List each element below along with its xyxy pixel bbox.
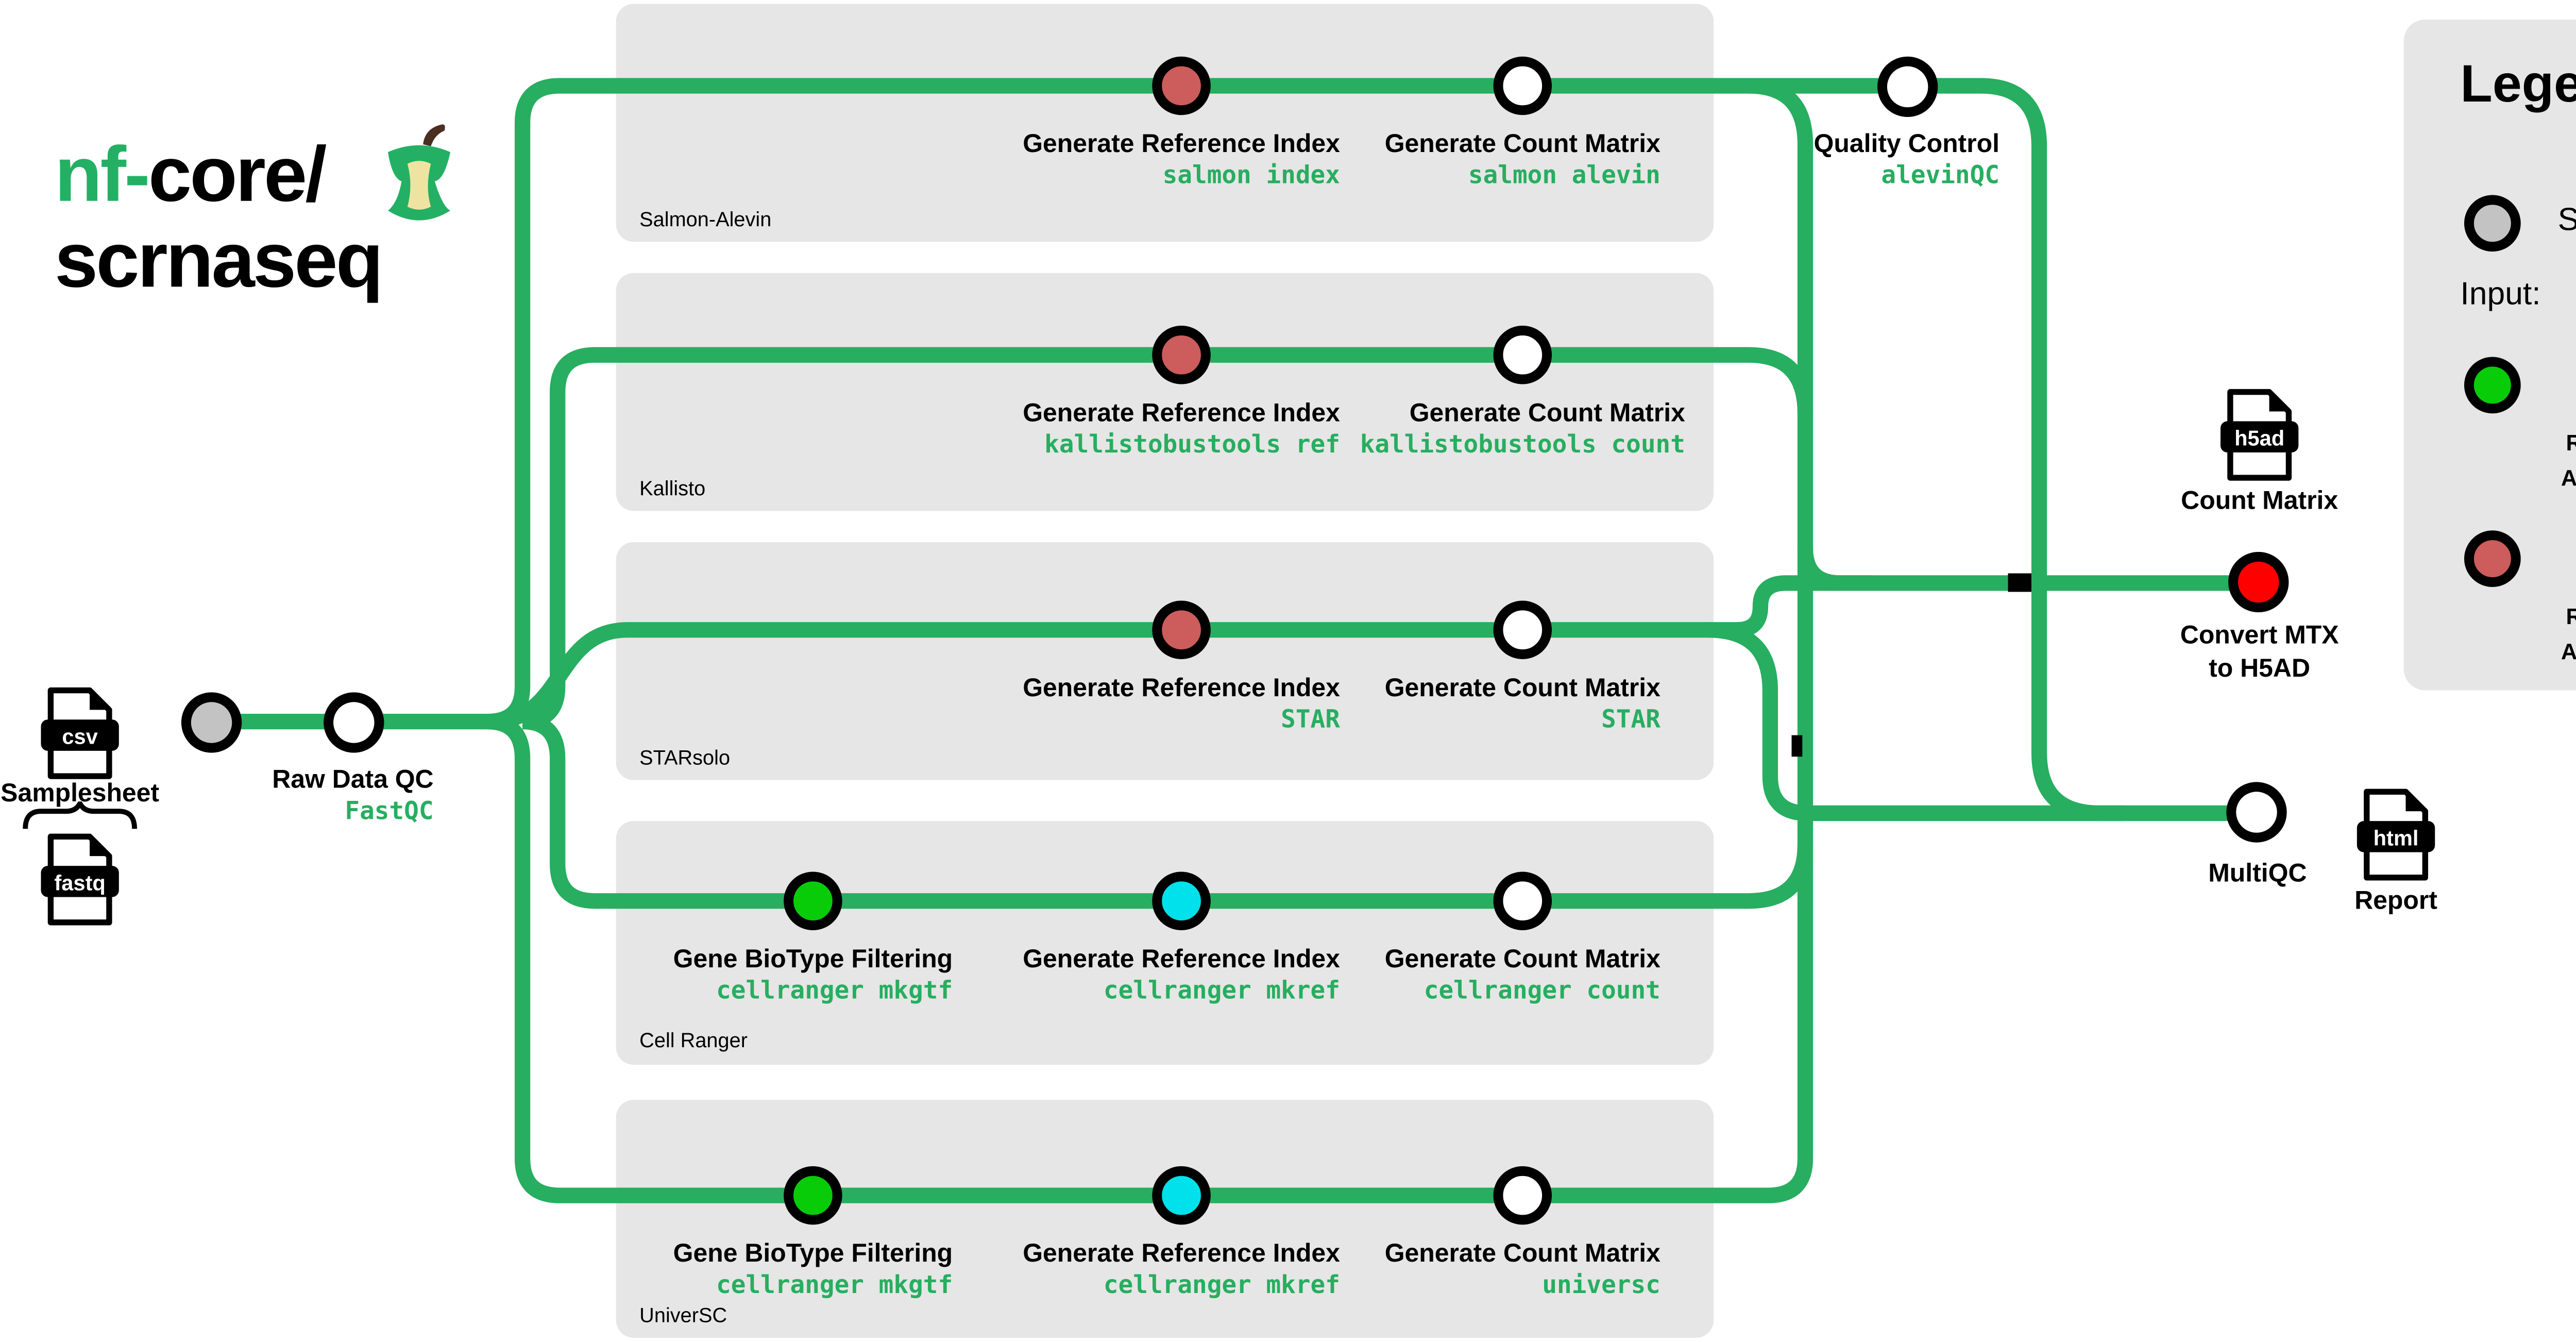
node-cellranger-count-matrix — [1493, 871, 1552, 930]
legend-start-node — [2464, 195, 2521, 252]
box-starsolo — [616, 542, 1714, 780]
csv-file-icon: csv — [41, 687, 119, 779]
multiqc-label: MultiQC — [2208, 858, 2307, 887]
html-file-icon: html — [2357, 789, 2435, 881]
rail-merge-to-end — [1797, 547, 2262, 591]
legend-ref-annotation-label-2: Reference Annotation — [2561, 607, 2576, 665]
node-universc-ref-index — [1152, 1166, 1211, 1225]
station-label-universc-gri: Generate Reference Index cellranger mkre… — [1023, 1238, 1340, 1299]
station-label-salmon-gcm: Generate Count Matrix salmon alevin — [1384, 128, 1660, 190]
node-kallisto-ref-index — [1152, 325, 1211, 384]
node-quality-control — [1877, 56, 1938, 118]
box-salmon-alevin — [616, 4, 1714, 242]
node-cellranger-ref-index — [1152, 871, 1211, 930]
rail-cell-ranger — [522, 713, 1814, 909]
legend-ref-annotation-label: Reference Annotation — [2561, 433, 2576, 492]
box-kallisto — [616, 273, 1714, 511]
station-label-kallisto-gcm: Generate Count Matrix kallistobustools c… — [1360, 397, 1685, 459]
crossing-tick-collector — [1791, 735, 1803, 757]
report-label: Report — [2354, 885, 2437, 915]
station-label-quality-control: Quality Control alevinQC — [1814, 128, 1999, 190]
rail-kallisto — [522, 347, 1814, 730]
node-multiqc — [2226, 782, 2287, 843]
station-label-cellranger-gcm: Generate Count Matrix cellranger count — [1384, 944, 1660, 1004]
node-raw-data-qc — [324, 692, 384, 753]
brace-icon — [23, 801, 138, 829]
rail-collector-vertical — [487, 78, 1814, 1203]
box-label-kallisto: Kallisto — [639, 478, 706, 501]
station-label-cellranger-gbf: Gene BioType Filtering cellranger mkgtf — [673, 944, 953, 1004]
legend-green-input-node — [2464, 357, 2521, 414]
rail-starsolo-to-multiqc — [1707, 622, 2125, 821]
logo-scrnaseq: scrnaseq — [54, 218, 383, 305]
logo-nf: nf- — [54, 132, 150, 219]
h5ad-file-icon: h5ad — [2220, 389, 2299, 481]
nf-core-logo: nf-core/ scrnaseq — [54, 132, 383, 305]
node-starsolo-ref-index — [1152, 600, 1211, 659]
station-label-starsolo-gri: Generate Reference Index STAR — [1023, 673, 1340, 733]
node-cellranger-biotype-filtering — [784, 871, 842, 930]
csv-badge-label: csv — [62, 725, 97, 749]
station-label-cellranger-gri: Generate Reference Index cellranger mkre… — [1023, 944, 1340, 1004]
rail-salmon-to-multiqc — [487, 78, 2258, 821]
h5ad-badge-label: h5ad — [2234, 426, 2284, 450]
html-badge-label: html — [2374, 826, 2419, 850]
legend-input-heading: Input: — [2460, 277, 2541, 312]
node-universc-biotype-filtering — [784, 1166, 842, 1225]
box-label-salmon-alevin: Salmon-Alevin — [639, 208, 772, 232]
box-label-universc: UniverSC — [639, 1304, 727, 1328]
station-label-universc-gbf: Gene BioType Filtering cellranger mkgtf — [673, 1238, 953, 1299]
node-kallisto-count-matrix — [1493, 325, 1552, 384]
box-label-starsolo: STARsolo — [639, 747, 731, 770]
fastq-badge-label: fastq — [54, 870, 105, 895]
node-universc-count-matrix — [1493, 1166, 1552, 1225]
legend-redbrown-input-node — [2464, 530, 2521, 587]
node-convert-mtx-end — [2228, 551, 2289, 613]
box-cell-ranger — [616, 821, 1714, 1065]
legend-start-label: Start — [2558, 203, 2576, 240]
legend-panel: Legend Start End Input: gtf Reference An… — [2403, 19, 2576, 691]
node-salmon-count-matrix — [1493, 56, 1552, 115]
station-label-starsolo-gcm: Generate Count Matrix STAR — [1384, 673, 1660, 733]
station-label-kallisto-gri: Generate Reference Index kallistobustool… — [1023, 397, 1340, 459]
station-label-universc-gcm: Generate Count Matrix universc — [1384, 1238, 1660, 1299]
count-matrix-label: Count Matrix — [2181, 485, 2338, 515]
station-label-raw-data-qc: Raw Data QC FastQC — [272, 764, 434, 825]
box-label-cell-ranger: Cell Ranger — [639, 1029, 748, 1053]
node-starsolo-count-matrix — [1493, 600, 1552, 659]
legend-title: Legend — [2460, 54, 2576, 113]
apple-core-icon — [388, 124, 451, 221]
station-label-salmon-gri: Generate Reference Index salmon index — [1023, 128, 1340, 190]
fastq-file-icon: fastq — [41, 833, 119, 926]
node-start — [181, 692, 242, 753]
logo-core: core/ — [148, 132, 327, 219]
node-salmon-ref-index — [1152, 56, 1211, 115]
crossing-tick-merge-row — [2008, 573, 2031, 592]
convert-mtx-label: Convert MTX to H5AD — [2180, 620, 2339, 683]
